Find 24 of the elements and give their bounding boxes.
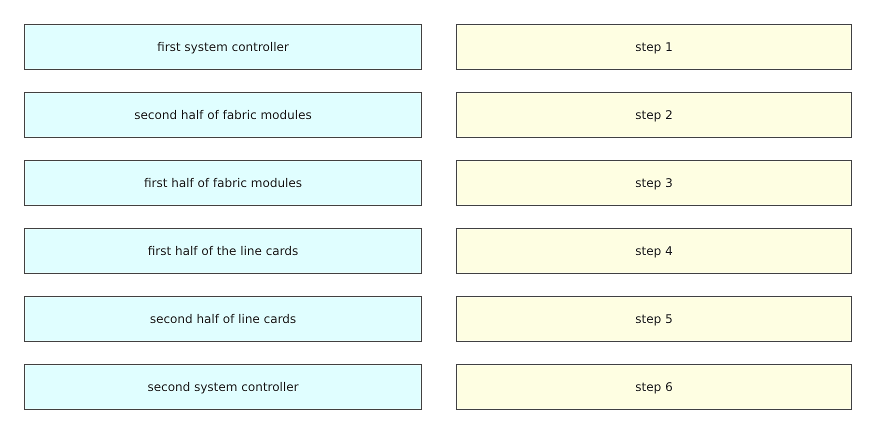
box-label: first half of fabric modules: [144, 176, 302, 190]
box-label: first system controller: [157, 40, 289, 54]
option-box: [24, 160, 422, 206]
box-label: step 4: [635, 244, 673, 258]
box-label: second system controller: [147, 380, 299, 394]
box-label: second half of fabric modules: [134, 108, 312, 122]
option-box: [24, 296, 422, 342]
option-box: [24, 228, 422, 274]
answer-slot-box: [456, 296, 852, 342]
box-label: step 3: [635, 176, 673, 190]
answer-slot-box: [456, 24, 852, 70]
answer-slot-box: [456, 160, 852, 206]
answer-slot-box: [456, 228, 852, 274]
box-label: step 5: [635, 312, 673, 326]
box-label: second half of line cards: [150, 312, 296, 326]
box-label: step 6: [635, 380, 673, 394]
box-label: step 2: [635, 108, 673, 122]
option-box: [24, 364, 422, 410]
option-box: [24, 24, 422, 70]
answer-slot-box: [456, 364, 852, 410]
option-box: [24, 92, 422, 138]
box-label: first half of the line cards: [148, 244, 298, 258]
answer-slot-box: [456, 92, 852, 138]
box-label: step 1: [635, 40, 673, 54]
